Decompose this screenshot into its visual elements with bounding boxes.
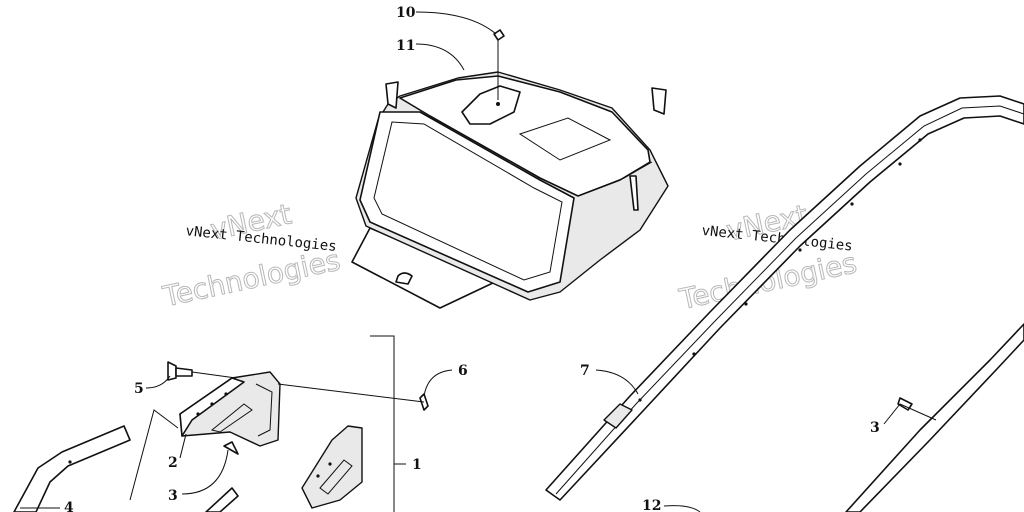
leader-3-left — [181, 449, 229, 495]
watermark-left-big-2: Technologies — [159, 243, 343, 313]
leader-5-to-bracket — [191, 371, 237, 379]
callout-10: 10 — [396, 5, 416, 21]
callout-2: 2 — [168, 455, 178, 471]
bag-front-face — [359, 111, 575, 293]
bracket-2-rib — [255, 383, 273, 437]
leader-3-right — [883, 403, 937, 425]
part-4-rail — [13, 425, 131, 512]
rail-4-outer — [13, 425, 131, 512]
bracket-1-hole-1 — [316, 474, 320, 478]
part-1-bracket-right — [301, 425, 363, 509]
bracket-2-front — [179, 377, 245, 437]
callout-3-left: 3 — [168, 488, 178, 504]
frame-7-hole-5 — [850, 202, 854, 206]
bag-mount-plate — [461, 85, 521, 125]
frame-7-hole-1 — [638, 398, 642, 402]
leader-5 — [145, 375, 171, 389]
leader-12 — [663, 505, 701, 512]
bracket-2-body — [179, 371, 281, 447]
leader-6-long — [277, 383, 425, 403]
leader-4-v — [129, 409, 179, 501]
callout-6: 6 — [458, 363, 468, 379]
part-3-pin-right — [897, 397, 913, 411]
frame-7-outer — [545, 95, 1024, 501]
frame-7-hole-3 — [744, 302, 748, 306]
bag-zipper-line — [577, 161, 653, 197]
bolt-5-shaft — [175, 367, 193, 377]
bag-left-handle — [385, 81, 399, 109]
callout-5: 5 — [134, 381, 144, 397]
part-12-frame — [845, 323, 1024, 512]
part-partial-bottom — [205, 487, 239, 512]
frame-12-outer — [845, 323, 1024, 512]
frame-7-hole-6 — [898, 162, 902, 166]
bracket-2-hole-2 — [210, 402, 214, 406]
frame-7-inner-edge — [555, 105, 1024, 495]
callout-3-right: 3 — [870, 420, 880, 436]
bracket-2-hole-1 — [196, 412, 200, 416]
bag-right-handle — [651, 87, 667, 115]
bag-inner-pocket — [518, 117, 612, 161]
leader-6 — [423, 369, 453, 397]
screw-10-head — [493, 29, 505, 41]
leader-7 — [595, 369, 639, 395]
bracket-1-hole-2 — [328, 462, 332, 466]
part-2-bracket — [179, 371, 281, 447]
callout-12: 12 — [642, 498, 661, 512]
frame-7-hole-2 — [692, 352, 696, 356]
leader-2 — [179, 433, 187, 459]
bracket-2-hole-3 — [224, 392, 228, 396]
frame-7-end-bracket — [603, 403, 633, 429]
bracket-1-body — [301, 425, 363, 509]
leader-10 — [415, 11, 497, 35]
watermark-left: vNext Technologies vNext Technologies — [159, 197, 344, 314]
bracket-2-slot — [210, 403, 253, 433]
part-10-screw — [493, 29, 505, 100]
bag-zipper-pull — [629, 175, 639, 211]
callout-4: 4 — [64, 500, 74, 512]
frame-7-hole-4 — [798, 248, 802, 252]
part-7-frame — [545, 95, 1024, 501]
bag-front-inner — [373, 121, 563, 281]
rail-4-hole — [68, 460, 72, 464]
callout-7: 7 — [580, 363, 590, 379]
bolt-5-head — [167, 361, 177, 381]
bag-top-opening — [399, 75, 651, 197]
bracket-1-slot — [319, 459, 353, 495]
callout-11: 11 — [396, 38, 415, 54]
assembly-bracket-line — [370, 335, 406, 512]
leader-11 — [415, 43, 465, 71]
frame-7-hole-7 — [918, 138, 922, 142]
part-11-storage-bag — [351, 71, 669, 309]
callout-1: 1 — [412, 457, 422, 473]
part-5-bolt — [167, 361, 193, 381]
mount-plate-hole — [496, 102, 500, 106]
part-3-pin-left — [223, 441, 239, 455]
